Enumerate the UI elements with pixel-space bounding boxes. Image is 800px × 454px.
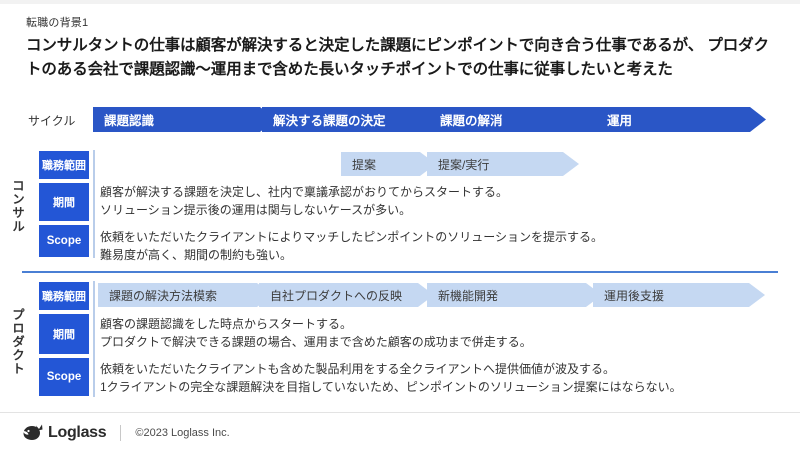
consultant-scope-arrow-1: 提案 <box>341 152 436 176</box>
cycle-step-2: 解決する課題の決定 <box>262 107 445 132</box>
consultant-tag-scope-of-work-label: 職務範囲 <box>42 160 86 172</box>
cycle-step-3-label: 課題の解消 <box>440 114 503 128</box>
product-tag-scope-of-work: 職務範囲 <box>38 281 90 311</box>
cycle-row-label: サイクル <box>28 114 76 128</box>
product-vertical-label: プロダクト <box>10 308 24 376</box>
loglass-wordmark: Loglass <box>48 424 107 441</box>
consultant-tag-scope: Scope <box>38 224 90 258</box>
product-scope-arrow-3: 新機能開発 <box>427 283 602 307</box>
cycle-step-1: 課題認識 <box>93 107 276 132</box>
product-scope-arrow-1-label: 課題の解決方法模索 <box>109 288 218 303</box>
consultant-scope-text: 依頼をいただいたクライアントによりマッチしたピンポイントのソリューションを提示す… <box>100 230 604 263</box>
cycle-step-2-label: 解決する課題の決定 <box>273 114 386 128</box>
product-tag-period: 期間 <box>38 313 90 355</box>
product-scope-arrow-2-label: 自社プロダクトへの反映 <box>270 288 403 303</box>
cycle-step-3: 課題の解消 <box>429 107 612 132</box>
product-scope-arrow-3-label: 新機能開発 <box>438 288 499 303</box>
copyright-text: ©2023 Loglass Inc. <box>135 427 230 439</box>
consultant-tag-scope-of-work: 職務範囲 <box>38 150 90 180</box>
product-tag-scope: Scope <box>38 357 90 397</box>
consultant-tag-scope-label: Scope <box>46 235 82 247</box>
product-vertical-rule <box>93 281 95 397</box>
cycle-step-4-label: 運用 <box>607 114 633 128</box>
consultant-tag-period: 期間 <box>38 182 90 222</box>
consultant-vertical-label: コンサル <box>10 179 24 233</box>
product-scope-arrow-4: 運用後支援 <box>593 283 765 307</box>
footer: Loglass ©2023 Loglass Inc. <box>22 424 230 442</box>
section-divider <box>22 271 778 273</box>
top-edge-bar <box>0 0 800 4</box>
product-tag-scope-label: Scope <box>46 371 82 383</box>
footer-separator <box>120 425 122 441</box>
product-scope-text: 依頼をいただいたクライアントも含めた製品利用をする全クライアントへ提供価値が波及… <box>100 362 682 395</box>
product-tag-scope-of-work-label: 職務範囲 <box>42 291 86 303</box>
product-period-text: 顧客の課題認識をした時点からスタートする。 プロダクトで解決できる課題の場合、運… <box>100 317 532 350</box>
footer-divider <box>0 412 800 413</box>
consultant-period-text: 顧客が解決する課題を決定し、社内で稟議承認がおりてからスタートする。 ソリューシ… <box>100 185 509 218</box>
product-tag-period-label: 期間 <box>53 329 75 341</box>
slide-headline: コンサルタントの仕事は顧客が解決すると決定した課題にピンポイントで向き合う仕事で… <box>26 37 769 79</box>
slide-eyebrow: 転職の背景1 <box>26 17 89 29</box>
consultant-vertical-rule <box>93 150 95 258</box>
product-scope-arrow-4-label: 運用後支援 <box>604 288 665 303</box>
cycle-step-1-label: 課題認識 <box>104 114 155 128</box>
cycle-step-4: 運用 <box>596 107 766 132</box>
consultant-tag-period-label: 期間 <box>53 197 75 209</box>
product-scope-arrow-1: 課題の解決方法模索 <box>98 283 273 307</box>
consultant-scope-arrow-2: 提案/実行 <box>427 152 579 176</box>
product-scope-arrow-2: 自社プロダクトへの反映 <box>259 283 434 307</box>
consultant-scope-arrow-2-label: 提案/実行 <box>438 157 490 172</box>
consultant-scope-arrow-1-label: 提案 <box>352 157 377 172</box>
loglass-whale-icon <box>23 424 43 440</box>
